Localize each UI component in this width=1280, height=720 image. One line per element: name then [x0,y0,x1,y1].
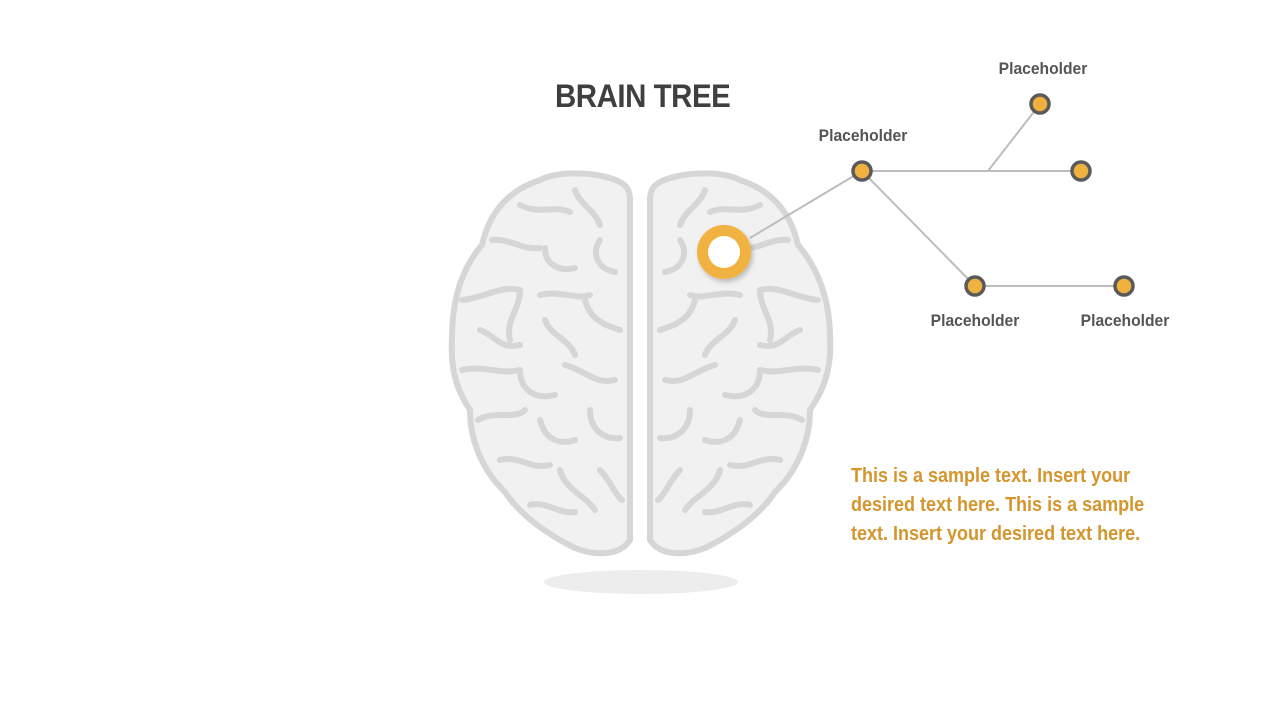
connector-hub-to-lower [861,170,976,287]
brain-left-hemisphere [448,170,633,557]
node-top [1029,93,1051,115]
node-hub [851,160,873,182]
label-node-hub: Placeholder [818,126,908,145]
node-right [1070,160,1092,182]
label-node-lower-right: Placeholder [1080,311,1170,330]
connector-brain-to-hub [749,170,863,239]
node-lower [964,275,986,297]
sample-body-text: This is a sample text. Insert your desir… [851,465,1145,545]
brain-focus-marker [697,225,751,279]
tree-nodes [851,93,1135,297]
brain-shadow [544,570,738,594]
label-node-top: Placeholder [998,59,1088,78]
slide-title: BRAIN TREE [555,78,731,114]
brain-right-hemisphere [647,170,834,557]
connector-branch-to-top [987,103,1041,172]
label-node-lower: Placeholder [930,311,1020,330]
tree-connectors [749,103,1124,287]
node-lower-right [1113,275,1135,297]
